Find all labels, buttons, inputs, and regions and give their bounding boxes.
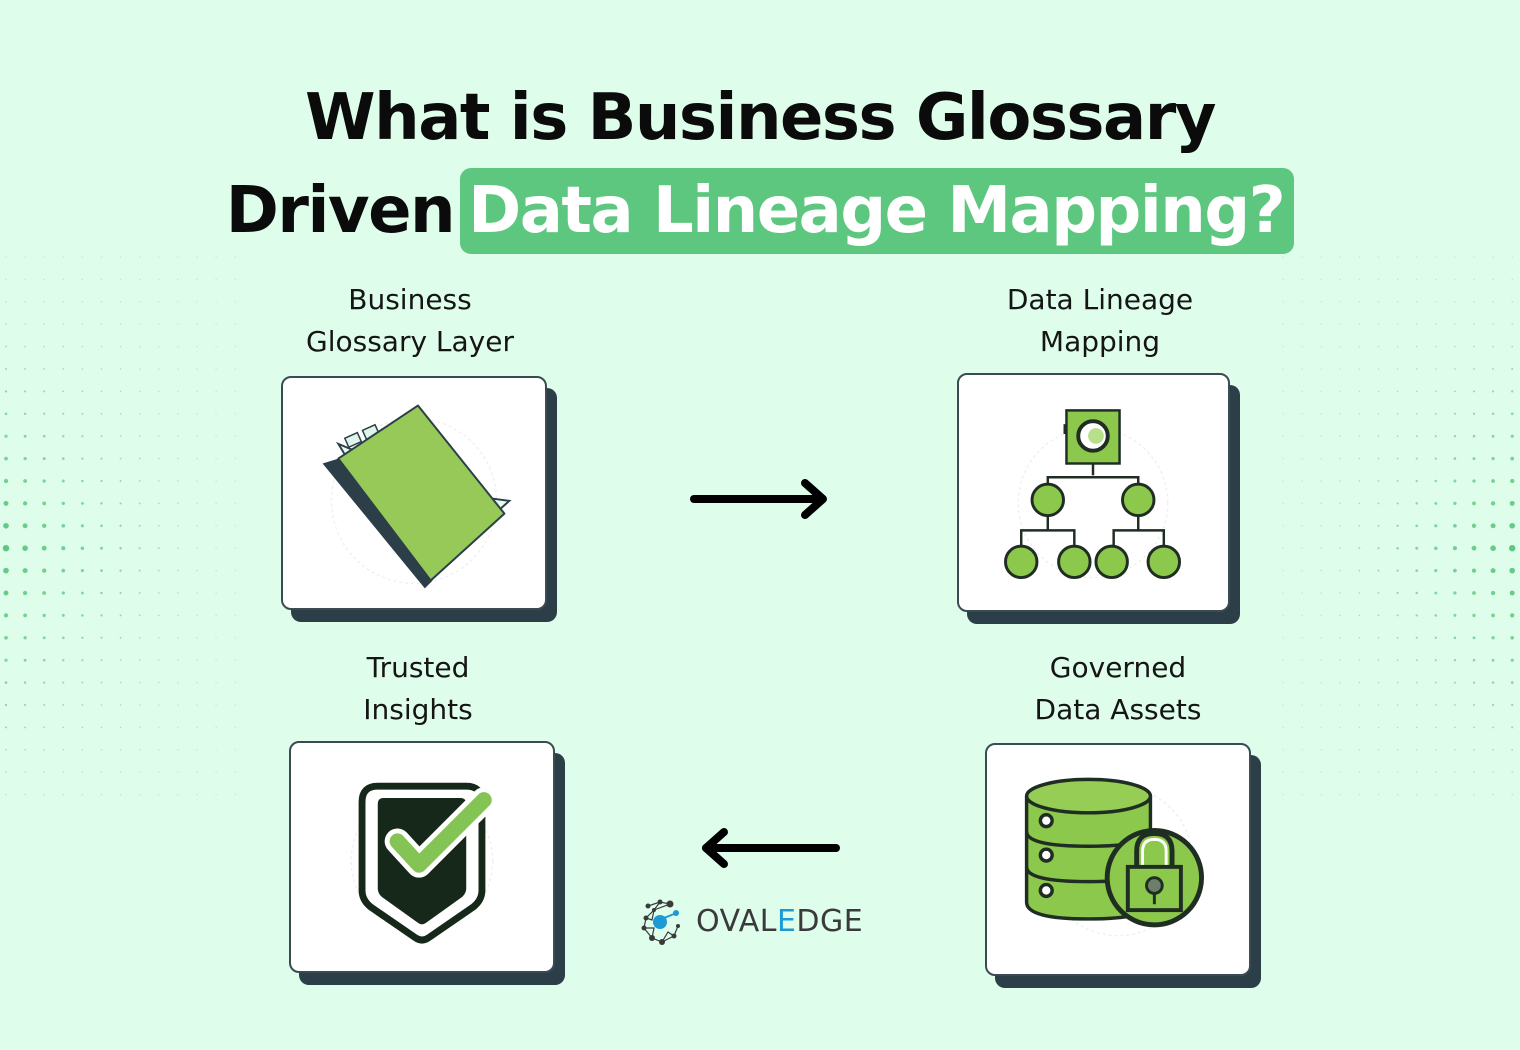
database-lock-icon (1024, 777, 1204, 937)
title-highlight: Data Lineage Mapping? (460, 168, 1295, 254)
step-label-line: Trusted (366, 651, 470, 684)
step-card-data-lineage (957, 373, 1230, 612)
shield-check-icon (350, 782, 497, 944)
step-label-governed-data-assets: Governed Data Assets (958, 647, 1278, 731)
arrow-right-icon (690, 479, 827, 519)
logo-accent-letter: E (776, 904, 797, 939)
step-card-trusted-insights (289, 741, 555, 973)
step-label-line: Data Assets (1034, 693, 1202, 726)
step-card-business-glossary (281, 376, 547, 610)
page-title-line1: What is Business Glossary (305, 81, 1216, 155)
hierarchy-tree-icon (1004, 409, 1182, 580)
step-label-line: Business (348, 283, 472, 316)
book-icon (322, 404, 512, 589)
step-label-data-lineage: Data Lineage Mapping (940, 279, 1260, 363)
logo-text: OVAL (696, 904, 777, 939)
title-prefix: Driven (225, 174, 456, 248)
step-card-governed-data-assets (985, 743, 1251, 976)
logo-wordmark: OVALEDGE (696, 898, 863, 946)
arrow-left-icon (702, 828, 840, 868)
step-label-line: Glossary Layer (306, 325, 514, 358)
step-label-line: Governed (1049, 651, 1187, 684)
ovaledge-logo: OVALEDGE (640, 898, 863, 946)
step-label-line: Mapping (1039, 325, 1161, 358)
step-label-line: Insights (363, 693, 473, 726)
network-logo-icon (641, 899, 680, 945)
step-label-line: Data Lineage (1006, 283, 1194, 316)
logo-text: DGE (796, 904, 864, 939)
step-label-trusted-insights: Trusted Insights (258, 647, 578, 731)
step-label-business-glossary: Business Glossary Layer (250, 279, 570, 363)
